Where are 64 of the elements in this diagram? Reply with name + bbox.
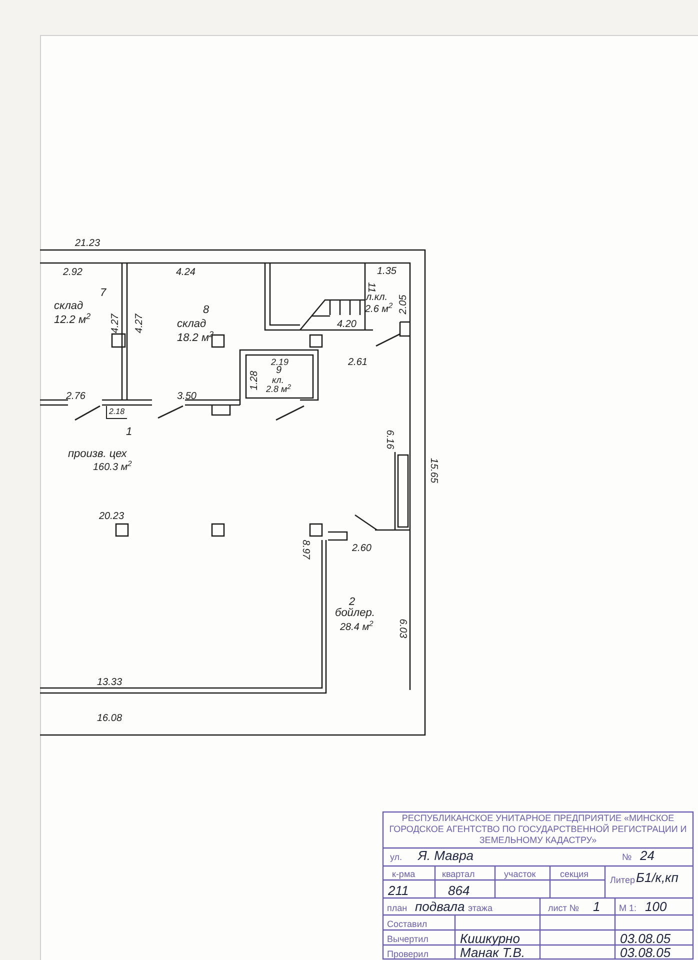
stamp-text: этажа [468,902,492,915]
dimension-text: 2 [349,595,356,608]
stamp-text: 864 [448,882,470,900]
stamp-text: 1 [593,898,600,916]
stamp-text: Литер [610,874,635,887]
dimension-text: 7 [100,286,106,301]
stamp-text: Манак Т.В. [460,945,526,960]
stamp-text: участок [504,868,536,881]
dimension-text: 1.28 [248,370,262,390]
dimension-text: 2.76 [66,390,86,404]
dimension-text: 21.23 [75,237,100,251]
dimension-text: 2.05 [397,294,410,314]
dimension-text: бойлер. [335,606,375,620]
stamp-text: М 1: [619,902,637,915]
dimension-text: 4.24 [176,266,196,280]
stamp-text: № [622,851,632,864]
dimension-text: 160.3 м$^{2}$ [93,460,132,475]
stamp-text: Вычертил [387,933,428,946]
dimension-text: 9 [276,366,282,376]
dimension-text: 8.97 [299,540,312,560]
dimension-text: 20.23 [99,510,124,524]
stamp-text: Составил [387,918,428,931]
dimension-text: 2.61 [348,356,368,370]
dimension-text: склад [54,299,84,314]
dimension-text: 1 [126,425,132,440]
dimension-text: склад [177,317,206,332]
dimension-text: 4.20 [337,318,356,332]
dimension-text: л.кл. [366,292,388,305]
dimension-text: 12.2 м$^{2}$ [54,312,91,328]
dimension-text: 3.50 [177,390,196,404]
stamp-text: подвала [415,898,465,916]
dimension-text: 28.4 м$^{2}$ [340,620,374,635]
dimension-text: 6.16 [383,430,396,450]
dimension-text: 2.92 [63,266,82,280]
dimension-text: 2.6 м$^{2}$ [365,302,393,317]
stamp-text: план [387,902,408,915]
dimension-text: кл. [272,375,284,385]
stamp-text: к-рма [392,868,416,881]
stamp-text: 24 [640,847,654,865]
dimension-text: 16.08 [97,712,122,726]
dimension-text: 2.19 [271,357,289,367]
dimension-text: 2.18 [106,406,127,419]
stamp-text: ул. [390,851,402,864]
stamp-text: Б1/к,кп [636,869,678,887]
dimension-text: 13.33 [97,676,122,690]
dimension-text: 15.65 [427,458,440,484]
dimension-text: 8 [203,303,210,318]
stamp-text: РЕСПУБЛИКАНСКОЕ УНИТАРНОЕ ПРЕДПРИЯТИЕ «МИНСКОЕ ГОРОДСКОЕ АГЕНТСТВО ПО ГОСУДАРСТВЕННОЙ РЕГИСТРАЦИИ И ЗЕМЕЛЬНОМУ КАДАСТРУ» [388,813,688,846]
dimension-text: 2.60 [352,542,372,556]
stamp-text: квартал [442,868,475,881]
dimension-text: 2.8 м$^{2}$ [266,384,291,395]
stamp-text: 211 [388,882,409,900]
stamp-text: лист № [548,902,580,915]
stamp-text: Я. Мавра [418,847,474,865]
dimension-text: 11 [364,282,378,293]
stamp-text: Проверил [387,948,428,960]
dimension-text: 4.27 [133,314,146,334]
dimension-text: 4.27 [109,314,122,334]
dimension-text: 6.03 [396,618,410,638]
stamp-text: секция [560,868,588,881]
stamp-text: 100 [645,898,667,916]
stamp-text: Кишкурно [460,930,520,948]
dimension-text: 1.35 [377,265,396,279]
dimension-text: произв. цех [68,447,127,462]
